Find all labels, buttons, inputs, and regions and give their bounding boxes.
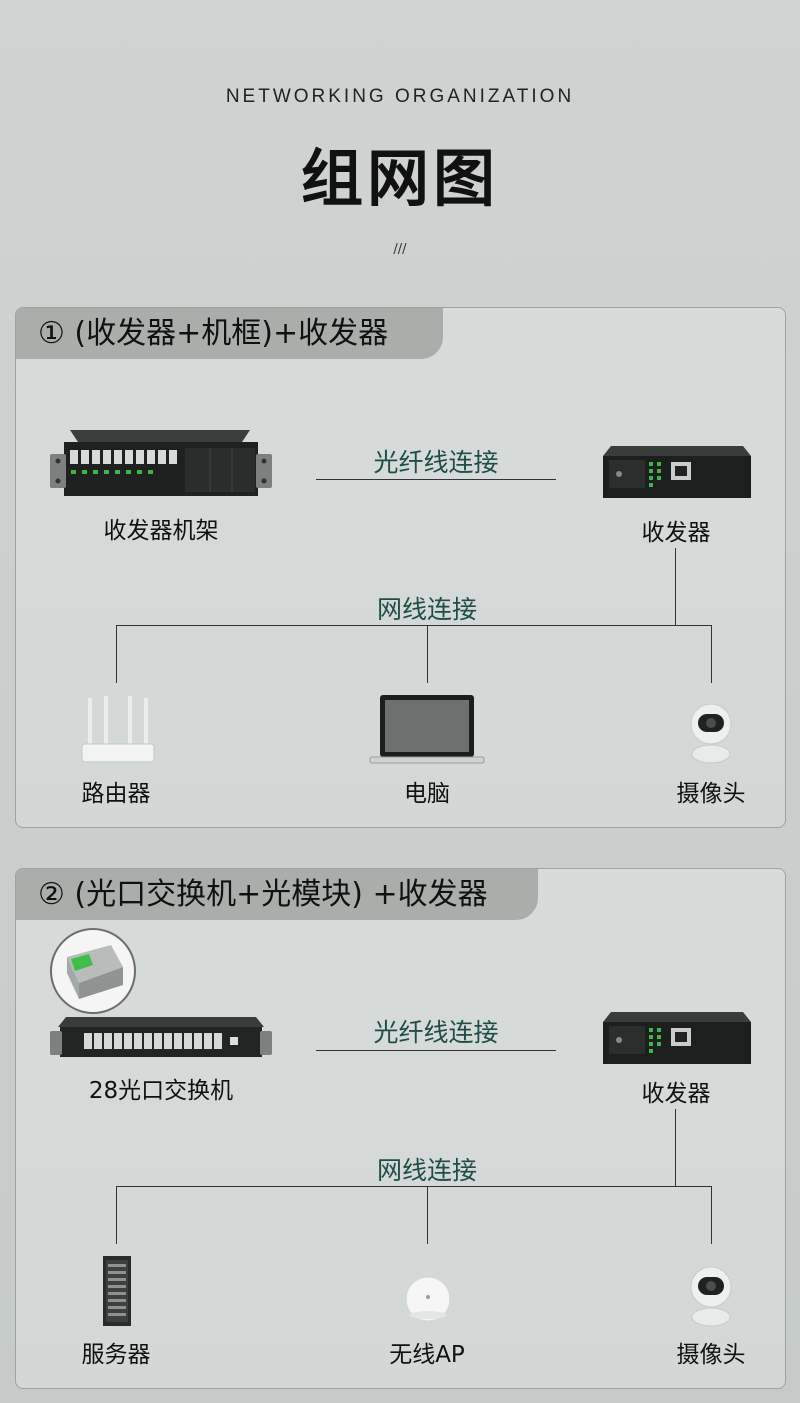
- transceiver-rack-icon: [50, 430, 272, 496]
- ethernet-drop-camera-2: [711, 1186, 712, 1244]
- ethernet-drop-server: [116, 1186, 117, 1244]
- transceiver-label-2: 收发器: [641, 1081, 711, 1107]
- router-icon: [81, 696, 155, 763]
- rack-label: 收发器机架: [103, 518, 219, 544]
- device-label-server: 服务器: [81, 1342, 151, 1368]
- ethernet-bus-line-1: [116, 625, 712, 626]
- fiber-switch-icon: [50, 1017, 272, 1057]
- transceiver-label-1: 收发器: [641, 520, 711, 546]
- page-title: 组网图: [300, 142, 499, 215]
- device-label-ap: 无线AP: [389, 1342, 465, 1368]
- sfp-module-icon: [50, 928, 136, 1014]
- scheme-1-panel: ① (收发器+机框)+收发器 收发器机架 光纤线连接: [15, 307, 786, 828]
- device-label-laptop: 电脑: [404, 781, 450, 807]
- media-converter-icon: [603, 1012, 751, 1064]
- transceiver-drop-line-2: [675, 1109, 676, 1187]
- ethernet-link-label-1: 网线连接: [376, 595, 477, 624]
- laptop-icon: [369, 695, 485, 764]
- fiber-link-label-1: 光纤线连接: [373, 448, 499, 477]
- server-cabinet-icon: [103, 1256, 131, 1326]
- ethernet-link-label-2: 网线连接: [376, 1156, 477, 1185]
- camera-icon: [690, 1266, 732, 1327]
- scheme-2-panel: ② (光口交换机+光模块) +收发器 28光口交换机 光纤线连接: [15, 868, 786, 1389]
- ethernet-bus-line-2: [116, 1186, 712, 1187]
- media-converter-icon: [603, 446, 751, 498]
- fiber-link-line-1: [316, 479, 556, 480]
- fiber-link-line-2: [316, 1050, 556, 1051]
- camera-icon: [690, 703, 732, 764]
- switch-label: 28光口交换机: [88, 1078, 234, 1104]
- ethernet-drop-router: [116, 625, 117, 683]
- title-divider: ///: [393, 242, 407, 257]
- eyebrow-text: NETWORKING ORGANIZATION: [225, 86, 575, 107]
- wireless-ap-icon: [405, 1276, 451, 1322]
- fiber-link-label-2: 光纤线连接: [373, 1018, 499, 1047]
- scheme-1-heading: ① (收发器+机框)+收发器: [16, 308, 443, 359]
- ethernet-drop-laptop: [427, 625, 428, 683]
- ethernet-drop-camera-1: [711, 625, 712, 683]
- scheme-2-heading: ② (光口交换机+光模块) +收发器: [16, 869, 538, 920]
- transceiver-drop-line-1: [675, 548, 676, 626]
- device-label-camera-1: 摄像头: [676, 781, 746, 807]
- ethernet-drop-ap: [427, 1186, 428, 1244]
- device-label-router: 路由器: [81, 781, 151, 807]
- device-label-camera-2: 摄像头: [676, 1342, 746, 1368]
